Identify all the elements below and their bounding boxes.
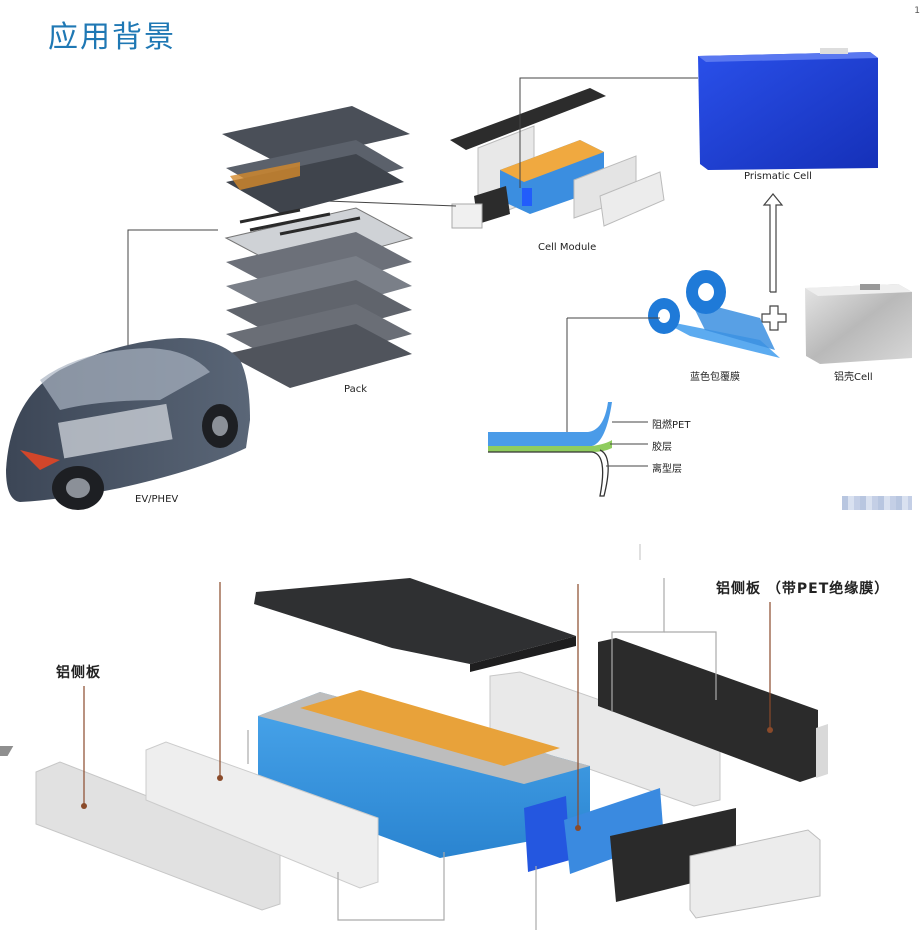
film-layer-cross-section <box>488 317 660 497</box>
aluminum-cell-image <box>805 284 912 364</box>
prismatic-cell-label: Prismatic Cell <box>744 171 812 182</box>
up-arrow-icon <box>762 193 784 293</box>
left-side-plates <box>35 741 379 911</box>
battery-pack-image <box>222 106 414 388</box>
plus-icon <box>761 305 787 331</box>
aluminum-cell-label: 铝壳Cell <box>834 372 873 383</box>
ev-car-image <box>6 338 250 510</box>
pack-label: Pack <box>344 384 367 395</box>
ev-label: EV/PHEV <box>135 494 179 505</box>
end-plates <box>564 788 821 919</box>
layer-glue-label: 胶层 <box>652 442 672 453</box>
page-number: 1 <box>914 6 920 16</box>
bottom-leader-lines <box>81 544 773 930</box>
layer-release-label: 离型层 <box>652 464 682 475</box>
aluminum-side-plate-label: 铝侧板 <box>56 665 101 681</box>
slide-title: 应用背景 <box>48 20 176 55</box>
layer-pet-label: 阻燃PET <box>652 420 691 431</box>
blue-film-label: 蓝色包覆膜 <box>690 372 740 383</box>
cell-module-label: Cell Module <box>538 242 597 253</box>
blue-film-roll-image <box>648 270 780 358</box>
top-cover-plate <box>254 578 576 672</box>
prismatic-cell-image <box>698 48 878 170</box>
blurred-logo <box>842 496 912 510</box>
cell-module-small-image <box>450 88 665 229</box>
aluminum-side-plate-pet-label: 铝侧板 （带PET绝缘膜） <box>716 581 890 597</box>
